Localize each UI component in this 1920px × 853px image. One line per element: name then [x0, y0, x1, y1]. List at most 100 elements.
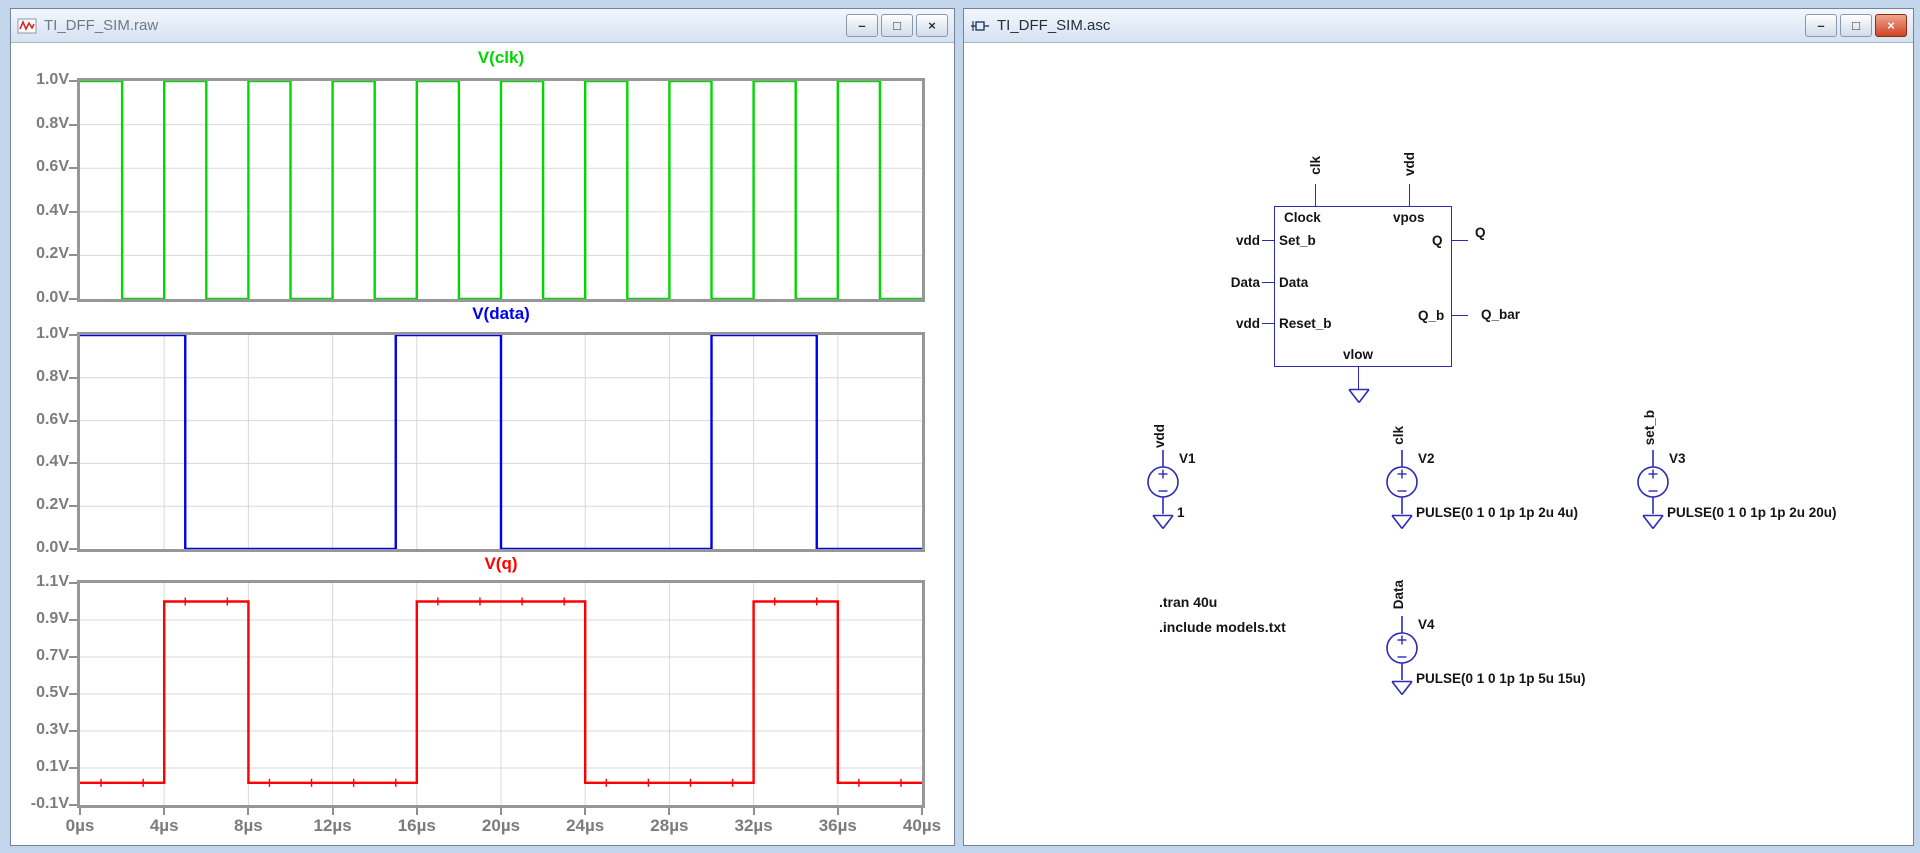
- x-tick-mark: [584, 808, 587, 815]
- ground-icon[interactable]: [1391, 514, 1413, 530]
- waveform-plot[interactable]: [77, 332, 925, 552]
- y-tick-mark: [69, 505, 77, 508]
- y-tick-mark: [69, 298, 77, 300]
- plot-title[interactable]: V(q): [484, 554, 518, 573]
- x-tick-mark: [247, 808, 250, 815]
- x-tick-label: 40µs: [902, 816, 942, 835]
- y-tick-label: -0.1V: [30, 795, 69, 812]
- pin-vpos-wire[interactable]: [1409, 184, 1410, 206]
- net-label-data[interactable]: Data: [1230, 275, 1260, 290]
- y-tick-label: 0.9V: [36, 610, 69, 627]
- y-tick-label: 1.1V: [36, 573, 69, 590]
- minimize-button[interactable]: –: [846, 14, 878, 37]
- pin-data-wire[interactable]: [1262, 282, 1274, 283]
- y-tick-label: 0.5V: [36, 684, 69, 701]
- plot-canvas[interactable]: [80, 81, 922, 299]
- v1-value-label[interactable]: 1: [1177, 505, 1185, 520]
- v3-value-label[interactable]: PULSE(0 1 0 1p 1p 2u 20u): [1667, 505, 1837, 520]
- net-label-qbar[interactable]: Q_bar: [1481, 307, 1521, 322]
- schematic-window-titlebar[interactable]: TI_DFF_SIM.asc – □ ×: [964, 9, 1913, 43]
- y-tick-label: 0.6V: [36, 158, 69, 176]
- y-tick-mark: [69, 730, 77, 732]
- waveform-file-icon[interactable]: [17, 18, 37, 34]
- close-icon: ×: [928, 18, 936, 33]
- y-tick-mark: [69, 462, 77, 465]
- voltage-source-v4[interactable]: [1385, 616, 1419, 680]
- y-tick-mark: [69, 693, 77, 695]
- spice-directive-include[interactable]: .include models.txt: [1159, 619, 1286, 635]
- v2-value-label[interactable]: PULSE(0 1 0 1p 1p 2u 4u): [1416, 505, 1579, 520]
- net-label-vdd-top[interactable]: vdd: [1402, 152, 1417, 177]
- y-tick-label: 0.0V: [36, 539, 69, 556]
- maximize-button[interactable]: □: [881, 14, 913, 37]
- x-tick-mark: [921, 808, 923, 815]
- y-tick-label: 0.4V: [36, 453, 69, 471]
- y-tick-mark: [69, 419, 77, 422]
- ground-icon[interactable]: [1642, 514, 1664, 530]
- dff-pin-data-label: Data: [1279, 275, 1309, 290]
- net-label-clk[interactable]: clk: [1308, 156, 1323, 175]
- v2-name-label[interactable]: V2: [1418, 451, 1435, 466]
- waveform-plot[interactable]: [77, 580, 925, 808]
- y-tick-label: 0.2V: [36, 496, 69, 514]
- y-tick-mark: [69, 210, 77, 213]
- x-tick-label: 12µs: [313, 816, 352, 835]
- net-label-resetb[interactable]: vdd: [1235, 316, 1260, 331]
- spice-directive-tran[interactable]: .tran 40u: [1159, 594, 1218, 610]
- dff-pin-qb-label: Q_b: [1418, 308, 1445, 323]
- v4-net-label[interactable]: Data: [1391, 580, 1406, 610]
- y-tick-label: 0.7V: [36, 647, 69, 664]
- x-tick-mark: [500, 808, 502, 815]
- ground-icon[interactable]: [1152, 514, 1174, 530]
- close-button[interactable]: ×: [1875, 14, 1907, 37]
- x-tick-label: 32µs: [734, 816, 773, 835]
- ground-icon[interactable]: [1348, 388, 1370, 404]
- y-tick-label: 0.1V: [36, 758, 69, 775]
- x-tick-label: 4µs: [149, 816, 179, 835]
- pin-setb-wire[interactable]: [1262, 240, 1274, 241]
- minimize-button[interactable]: –: [1805, 14, 1837, 37]
- close-button[interactable]: ×: [916, 14, 948, 37]
- v4-value-label[interactable]: PULSE(0 1 0 1p 1p 5u 15u): [1416, 671, 1586, 686]
- pin-qb-wire[interactable]: [1452, 315, 1468, 316]
- net-label-q[interactable]: Q: [1475, 225, 1486, 240]
- plot-canvas[interactable]: [80, 583, 922, 805]
- y-tick-label: 0.4V: [36, 201, 69, 219]
- v3-name-label[interactable]: V3: [1669, 451, 1686, 466]
- v4-name-label[interactable]: V4: [1418, 617, 1435, 632]
- trace-v(q): [80, 600, 922, 784]
- x-tick-label: 28µs: [650, 816, 689, 835]
- pin-resetb-wire[interactable]: [1262, 323, 1274, 324]
- pin-q-wire[interactable]: [1452, 240, 1468, 241]
- v2-net-label[interactable]: clk: [1391, 426, 1406, 445]
- voltage-source-v3[interactable]: [1636, 450, 1670, 514]
- plot-title[interactable]: V(clk): [477, 48, 525, 67]
- pin-vlow-wire[interactable]: [1358, 367, 1359, 389]
- voltage-source-v1[interactable]: [1146, 450, 1180, 514]
- v1-name-label[interactable]: V1: [1179, 451, 1196, 466]
- net-label-setb[interactable]: vdd: [1235, 233, 1260, 248]
- maximize-button[interactable]: □: [1840, 14, 1872, 37]
- voltage-source-v2[interactable]: [1385, 450, 1419, 514]
- schematic-file-icon[interactable]: [970, 18, 990, 34]
- ground-icon[interactable]: [1391, 680, 1413, 696]
- window-title: TI_DFF_SIM.raw: [44, 17, 159, 34]
- v3-net-label[interactable]: set_b: [1642, 410, 1657, 446]
- pin-clock-wire[interactable]: [1315, 184, 1316, 206]
- dff-symbol-box[interactable]: [1274, 206, 1452, 367]
- y-tick-mark: [69, 376, 77, 379]
- waveform-plot[interactable]: [77, 78, 925, 302]
- plot-canvas[interactable]: [80, 335, 922, 549]
- y-tick-label: 0.6V: [36, 410, 69, 428]
- x-tick-mark: [331, 808, 334, 815]
- plot-title[interactable]: V(data): [472, 304, 530, 323]
- trace-v(data): [80, 335, 922, 549]
- v1-net-label[interactable]: vdd: [1152, 424, 1167, 449]
- y-tick-mark: [69, 548, 77, 550]
- schematic-canvas[interactable]: Clock vpos Set_b Data Reset_b Q Q_b vlow…: [966, 44, 1911, 843]
- waveform-window-titlebar[interactable]: TI_DFF_SIM.raw – □ ×: [11, 9, 954, 43]
- y-tick-label: 1.0V: [36, 71, 69, 88]
